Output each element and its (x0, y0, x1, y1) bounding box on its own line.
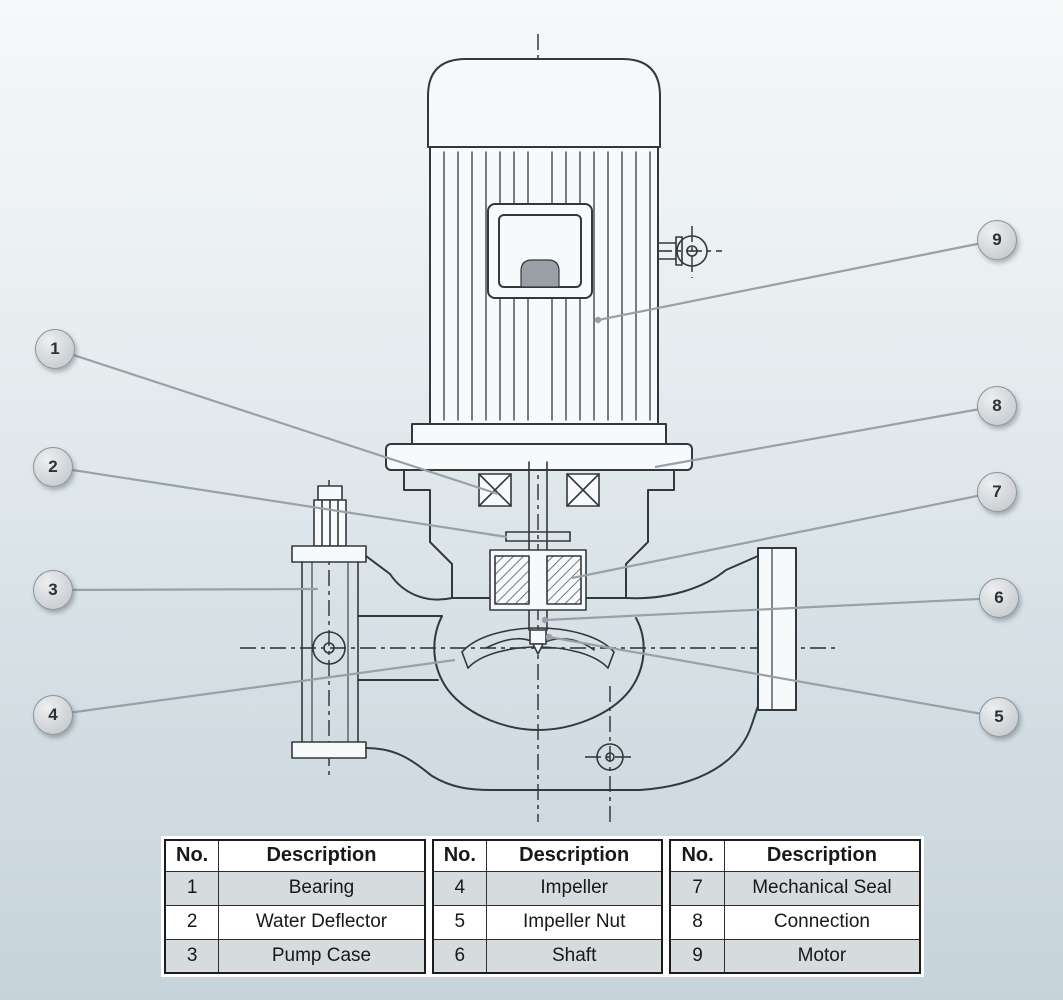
part-no: 2 (164, 904, 220, 940)
callout-2: 2 (33, 447, 73, 487)
parts-table-1: No. Description 1 Bearing 2 Water Deflec… (164, 839, 426, 974)
part-desc: Bearing (218, 870, 426, 906)
lifting-plug (657, 235, 708, 267)
part-desc: Impeller Nut (485, 904, 663, 940)
callout-4: 4 (33, 695, 73, 735)
table-header-row: No. Description (669, 839, 921, 872)
col-header-desc: Description (723, 839, 921, 872)
col-header-desc: Description (485, 839, 663, 872)
part-desc: Mechanical Seal (723, 870, 921, 906)
col-header-no: No. (164, 839, 220, 872)
col-header-no: No. (669, 839, 725, 872)
callout-6: 6 (979, 578, 1019, 618)
callout-9: 9 (977, 220, 1017, 260)
table-row: 2 Water Deflector (164, 904, 426, 940)
col-header-no: No. (432, 839, 487, 872)
table-header-row: No. Description (432, 839, 663, 872)
bearing-symbols (478, 473, 600, 507)
parts-table-3: No. Description 7 Mechanical Seal 8 Conn… (669, 839, 922, 974)
part-no: 3 (164, 938, 220, 974)
table-row: 1 Bearing (164, 870, 426, 906)
part-desc: Connection (723, 904, 921, 940)
motor-flange-connection (385, 423, 693, 599)
table-row: 5 Impeller Nut (432, 904, 663, 940)
callout-7: 7 (977, 472, 1017, 512)
impeller-nut (529, 629, 547, 655)
part-no: 6 (432, 938, 487, 974)
parts-table-2: No. Description 4 Impeller 5 Impeller Nu… (431, 839, 664, 974)
part-desc: Pump Case (218, 938, 426, 974)
callout-3: 3 (33, 570, 73, 610)
part-no: 4 (432, 870, 487, 906)
part-no: 1 (164, 870, 220, 906)
suction-flange (291, 485, 367, 759)
leader-lines (52, 238, 1000, 719)
table-row: 6 Shaft (432, 938, 663, 974)
part-desc: Shaft (485, 938, 663, 974)
part-no: 5 (432, 904, 487, 940)
table-row: 3 Pump Case (164, 938, 426, 974)
mechanical-seal (489, 549, 587, 611)
part-no: 9 (669, 938, 725, 974)
table-row: 4 Impeller (432, 870, 663, 906)
part-no: 7 (669, 870, 725, 906)
motor-assembly (427, 58, 708, 425)
callout-1: 1 (35, 329, 75, 369)
table-row: 8 Connection (669, 904, 921, 940)
pump-casing (357, 547, 797, 791)
callout-5: 5 (979, 697, 1019, 737)
drain-plug (596, 743, 624, 771)
terminal-box (487, 203, 593, 299)
parts-tables: No. Description 1 Bearing 2 Water Deflec… (161, 836, 925, 977)
part-desc: Motor (723, 938, 921, 974)
part-desc: Water Deflector (218, 904, 426, 940)
table-header-row: No. Description (164, 839, 426, 872)
callout-8: 8 (977, 386, 1017, 426)
part-no: 8 (669, 904, 725, 940)
table-row: 9 Motor (669, 938, 921, 974)
col-header-desc: Description (218, 839, 426, 872)
part-desc: Impeller (485, 870, 663, 906)
table-row: 7 Mechanical Seal (669, 870, 921, 906)
